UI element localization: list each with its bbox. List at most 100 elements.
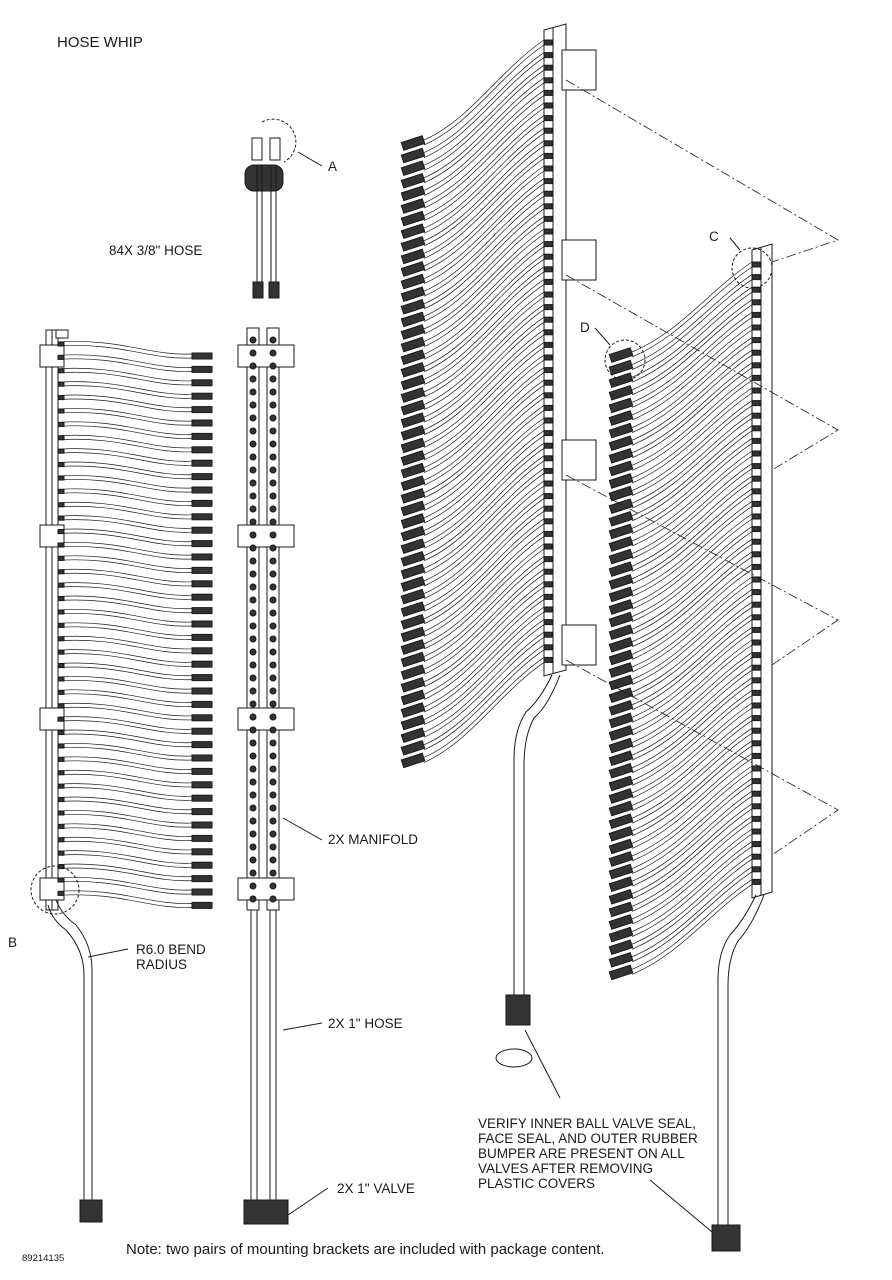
- small-hose: [57, 760, 193, 774]
- manifold-port: [249, 700, 257, 708]
- manifold-port: [269, 674, 277, 682]
- small-hose: [423, 531, 545, 632]
- small-hose: [57, 680, 193, 694]
- small-hose: [57, 408, 193, 422]
- manifold-port: [269, 895, 277, 903]
- small-hose: [631, 291, 753, 383]
- verify-note-line5: PLASTIC COVERS: [478, 1176, 596, 1191]
- small-hose: [423, 334, 545, 436]
- small-hose: [631, 758, 753, 849]
- manifold-port: [249, 362, 257, 370]
- hose-fitting: [191, 607, 213, 615]
- small-hose: [57, 729, 193, 744]
- hose-fitting: [191, 580, 213, 588]
- manifold-port: [249, 843, 257, 851]
- hose-port: [543, 152, 553, 159]
- hose-fitting: [608, 737, 634, 754]
- hose-fitting: [400, 235, 426, 252]
- hose-fitting: [400, 273, 426, 290]
- small-hose: [423, 64, 545, 166]
- hose-fitting: [608, 674, 634, 691]
- small-hose: [631, 443, 753, 534]
- hose-fitting: [608, 447, 634, 464]
- hose-port: [751, 538, 761, 545]
- hose-fitting: [400, 261, 426, 277]
- small-hose: [631, 639, 753, 731]
- hose-fitting: [608, 460, 634, 477]
- small-hose: [423, 132, 545, 234]
- manifold-port: [269, 570, 277, 578]
- manifold-port: [269, 648, 277, 656]
- hose-port: [751, 362, 761, 369]
- small-hose: [631, 380, 753, 471]
- small-hose: [57, 716, 193, 730]
- hose-fitting: [608, 536, 634, 552]
- hose-port: [751, 715, 761, 722]
- small-hose: [631, 488, 753, 580]
- small-hose: [57, 492, 193, 506]
- detail-a-hose-pair: [244, 118, 323, 299]
- small-hose: [57, 747, 193, 761]
- hose-fitting: [400, 336, 426, 353]
- small-hose: [423, 505, 545, 607]
- small-hose: [57, 743, 193, 757]
- hose-fitting: [608, 788, 634, 804]
- left-manifold-view: [30, 329, 213, 1223]
- hose-fitting: [400, 563, 426, 580]
- small-hose: [423, 115, 545, 216]
- hose-port: [751, 626, 761, 633]
- hose-port: [751, 437, 761, 444]
- hose-port: [751, 513, 761, 520]
- hose-fitting: [608, 800, 634, 817]
- manifold-port: [249, 687, 257, 695]
- manifold-port: [249, 349, 257, 357]
- hose-port: [543, 127, 553, 134]
- hose-port: [751, 878, 761, 885]
- hose-fitting: [400, 311, 426, 328]
- small-hose: [423, 158, 545, 259]
- small-hose: [423, 52, 545, 153]
- small-hose: [423, 367, 545, 468]
- small-hose: [423, 611, 545, 713]
- hose-port: [57, 515, 65, 521]
- hose-fitting: [608, 347, 634, 363]
- hose-port: [57, 596, 65, 602]
- hose-fitting: [191, 553, 213, 561]
- hose-fitting: [191, 365, 213, 373]
- small-hose: [423, 543, 545, 645]
- small-hose: [423, 561, 545, 662]
- projection-lines: [565, 79, 839, 856]
- small-hose: [57, 341, 193, 355]
- hose-fitting: [400, 286, 426, 303]
- hose-fitting: [400, 210, 426, 227]
- small-hose: [423, 624, 545, 725]
- small-hose: [423, 127, 545, 229]
- small-hose: [631, 261, 753, 353]
- small-hose: [631, 619, 753, 711]
- small-hose: [631, 538, 753, 630]
- hose-port: [543, 619, 553, 626]
- hose-port: [543, 77, 553, 84]
- small-hose: [631, 606, 753, 698]
- small-hose: [57, 662, 193, 677]
- small-hose: [423, 455, 545, 557]
- hose-port: [751, 677, 761, 684]
- hose-fitting: [608, 372, 634, 389]
- hose-fitting: [191, 647, 213, 655]
- small-hose: [57, 733, 193, 748]
- small-hose: [631, 821, 753, 912]
- small-hose: [631, 745, 753, 837]
- small-hose: [631, 349, 753, 441]
- hose-port: [543, 404, 553, 411]
- hose-fitting: [191, 741, 213, 749]
- small-hose: [423, 649, 545, 751]
- hose-port: [57, 462, 65, 468]
- manifold-port: [249, 778, 257, 786]
- hose-fitting: [400, 739, 426, 756]
- small-hose: [423, 304, 545, 405]
- small-hose: [423, 178, 545, 279]
- small-hose: [631, 324, 753, 416]
- manifold-port: [269, 401, 277, 409]
- hose-port: [543, 266, 553, 273]
- small-hose: [423, 170, 545, 272]
